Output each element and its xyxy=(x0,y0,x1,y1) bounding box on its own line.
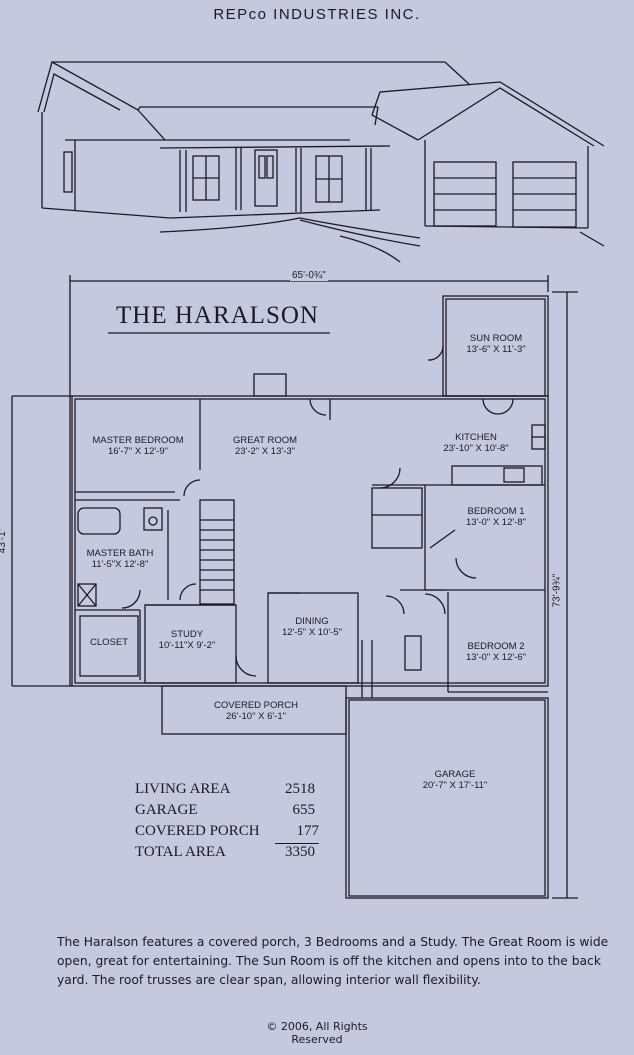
copyright-notice: © 2006, All Rights Reserved xyxy=(266,1020,368,1046)
left-dimension: 43'-1" xyxy=(0,525,9,556)
company-name: REPco INDUSTRIES INC. xyxy=(213,6,421,23)
floor-plan xyxy=(11,275,578,899)
area-row-total: TOTAL AREA 3350 xyxy=(135,844,315,860)
plan-title: THE HARALSON xyxy=(116,302,319,329)
plan-description: The Haralson features a covered porch, 3… xyxy=(57,935,609,987)
overall-width-dimension: 65'-0¾" xyxy=(290,270,328,281)
overall-depth-dimension: 73'-9¾" xyxy=(551,571,563,610)
area-row-garage: GARAGE 655 xyxy=(135,802,315,818)
area-summary-table: LIVING AREA 2518 GARAGE 655 COVERED PORC… xyxy=(135,781,319,865)
front-elevation xyxy=(37,61,605,263)
room-label-closet: CLOSET xyxy=(89,637,128,648)
area-row-covered-porch: COVERED PORCH 177 xyxy=(135,823,319,844)
area-row-living: LIVING AREA 2518 xyxy=(135,781,315,797)
